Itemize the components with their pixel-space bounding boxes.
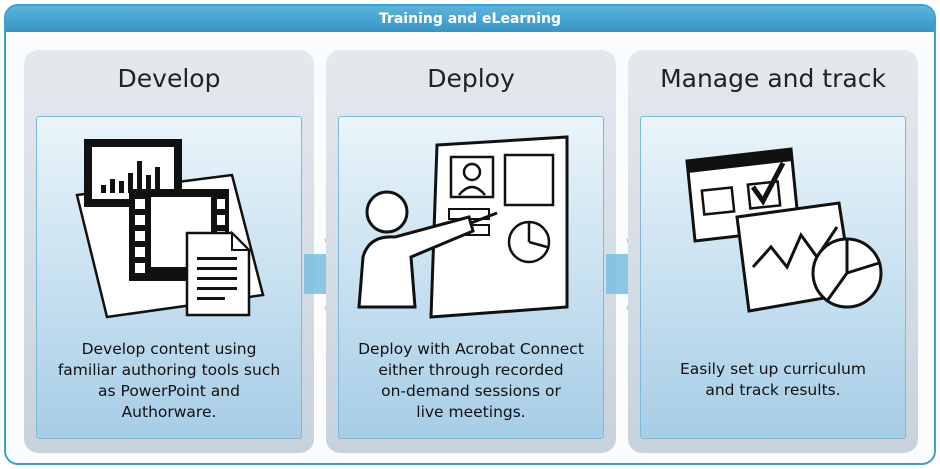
desc-line: on-demand sessions or <box>381 382 561 400</box>
diagram-header: Training and eLearning <box>6 6 934 32</box>
desc-line: live meetings. <box>416 403 526 421</box>
desc-line: Authorware. <box>121 403 217 421</box>
panel-title-manage: Manage and track <box>660 64 886 93</box>
panel-description-develop: Develop content using familiar authoring… <box>37 339 301 423</box>
card-develop: Develop content using familiar authoring… <box>36 116 302 439</box>
presenter-illustration <box>357 135 569 319</box>
desc-line: Develop content using <box>81 340 257 358</box>
diagram-frame: Training and eLearning Develop <box>4 4 936 465</box>
desc-line: either through recorded <box>378 361 564 379</box>
card-deploy: Deploy with Acrobat Connect either throu… <box>338 116 604 439</box>
presentation-board-icon <box>429 135 569 319</box>
desc-line: as PowerPoint and <box>98 382 240 400</box>
desc-line: familiar authoring tools such <box>57 361 281 379</box>
panel-deploy: Deploy <box>326 50 616 453</box>
pie-chart-icon <box>811 237 883 309</box>
panel-develop: Develop <box>24 50 314 453</box>
panel-description-deploy: Deploy with Acrobat Connect either throu… <box>339 339 603 423</box>
presenter-person-icon <box>357 190 498 309</box>
card-manage: Easily set up curriculum and track resul… <box>640 116 906 439</box>
panel-description-manage: Easily set up curriculum and track resul… <box>641 359 905 401</box>
tracking-illustration <box>685 147 883 313</box>
panel-title-develop: Develop <box>117 64 221 93</box>
desc-line: Deploy with Acrobat Connect <box>358 340 584 358</box>
panel-manage: Manage and track <box>628 50 918 453</box>
panel-title-deploy: Deploy <box>427 64 515 93</box>
document-icon <box>185 230 252 317</box>
desc-line: Easily set up curriculum <box>680 360 866 378</box>
authoring-tools-illustration <box>75 139 265 319</box>
desc-line: and track results. <box>705 381 841 399</box>
